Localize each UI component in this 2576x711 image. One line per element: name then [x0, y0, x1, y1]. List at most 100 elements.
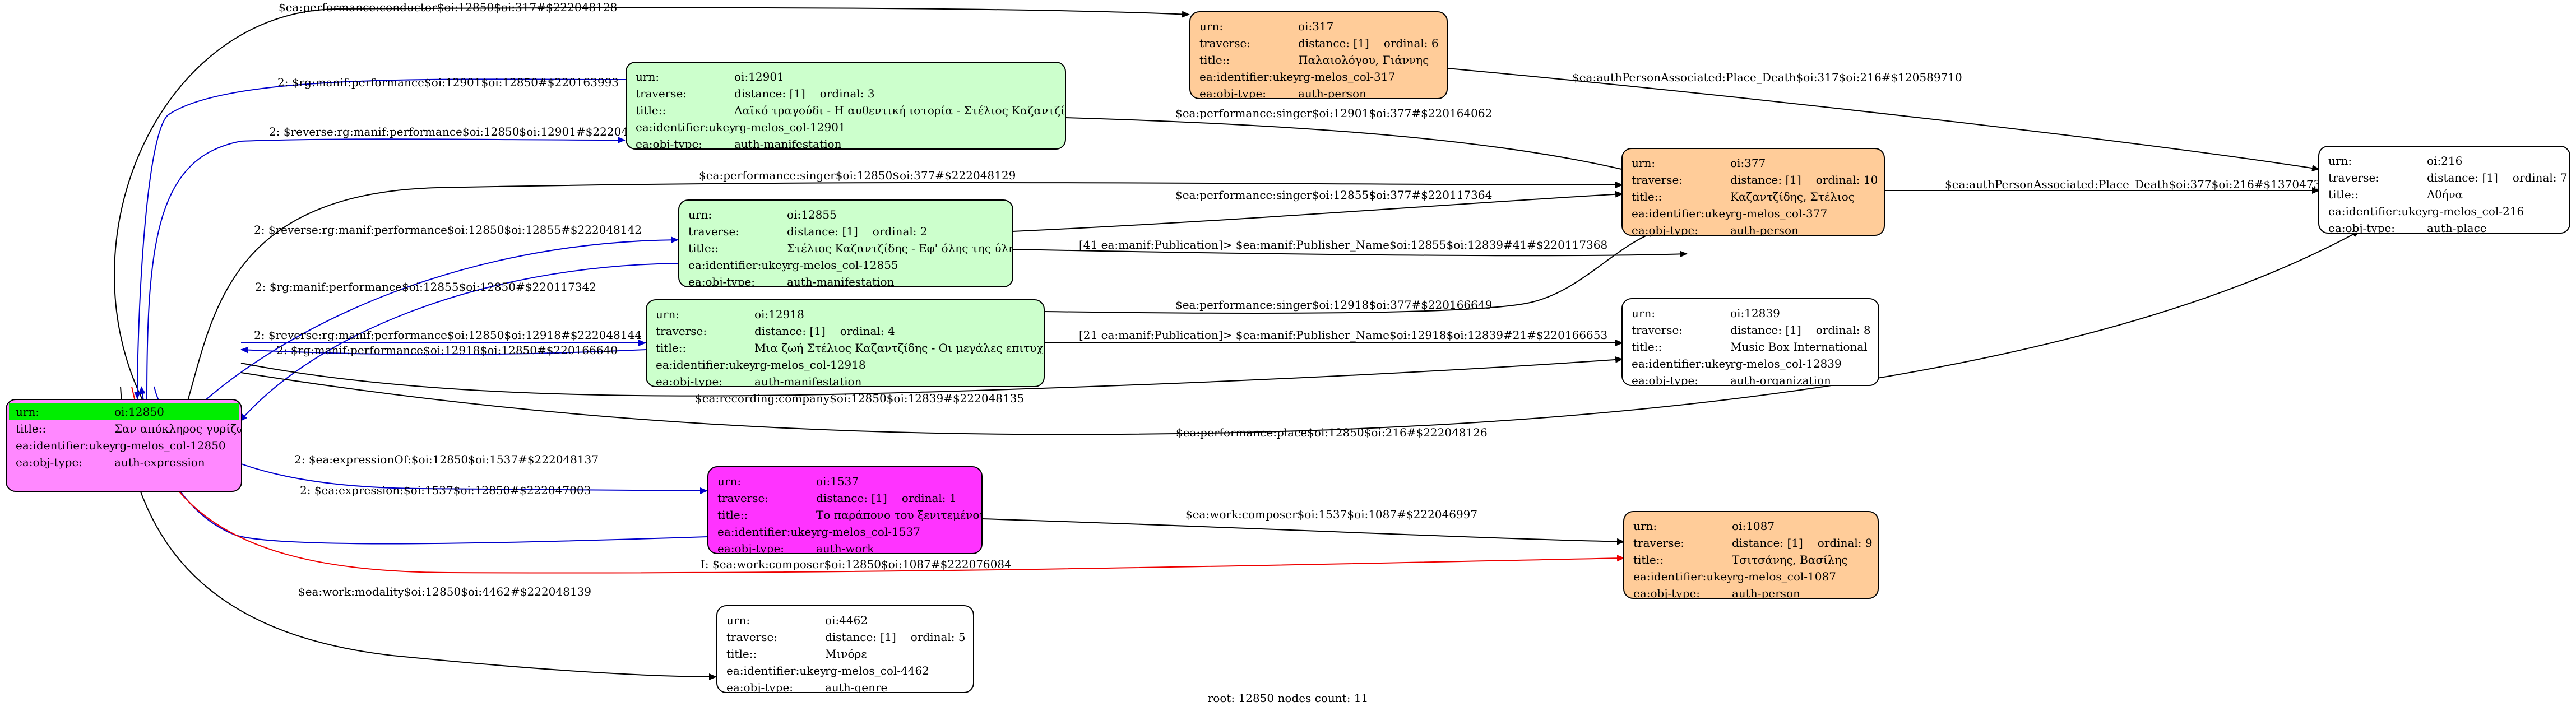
objtype-value: auth-person — [1298, 87, 1366, 99]
node-216[interactable]: urn:oi:216 traverse:distance: [1]ordinal… — [2318, 146, 2570, 234]
objtype-key: ea:obj-type: — [2328, 221, 2396, 234]
urn-key: urn: — [688, 208, 712, 221]
identifier-value: rg-melos_col-12855 — [787, 258, 898, 272]
title-key: title:: — [1632, 190, 1662, 203]
urn-key: urn: — [656, 308, 680, 321]
traverse-value: distance: [1] — [816, 491, 887, 505]
edge-label-pub-12855: [41 ea:manif:Publication]> $ea:manif:Pub… — [1079, 238, 1607, 252]
ordinal-value: ordinal: 7 — [2512, 171, 2568, 184]
title-value: Music Box International — [1730, 340, 1868, 354]
traverse-key: traverse: — [688, 225, 740, 238]
node-12901[interactable]: urn:oi:12901 traverse:distance: [1]ordin… — [626, 62, 1066, 150]
traverse-key: traverse: — [636, 87, 687, 100]
node-4462[interactable]: urn:oi:4462 traverse:distance: [1]ordina… — [716, 605, 974, 693]
objtype-value: auth-work — [816, 542, 874, 554]
objtype-value: auth-manifestation — [754, 375, 862, 387]
identifier-value: rg-melos_col-12839 — [1730, 357, 1842, 370]
edge-rg-perf-12901 — [134, 78, 627, 399]
title-value: Λαϊκό τραγούδι - Η αυθεντική ιστορία - Σ… — [734, 104, 1066, 117]
ordinal-value: ordinal: 3 — [819, 87, 875, 100]
ordinal-value: ordinal: 4 — [840, 324, 895, 338]
node-12839[interactable]: urn:oi:12839 traverse:distance: [1]ordin… — [1621, 298, 1879, 386]
urn-value: oi:12855 — [787, 208, 837, 221]
identifier-key: ea:identifier:ukey — [726, 664, 827, 677]
identifier-value: rg-melos_col-1537 — [816, 525, 920, 538]
node-1537[interactable]: urn:oi:1537 traverse:distance: [1]ordina… — [707, 466, 983, 554]
edge-label-recording: $ea:recording:company$oi:12850$oi:12839#… — [695, 392, 1024, 405]
edge-label-rev-perf-12918: 2: $reverse:rg:manif:performance$oi:1285… — [254, 328, 642, 342]
edge-rev-perf-12855 — [202, 236, 679, 403]
identifier-value: rg-melos_col-377 — [1730, 207, 1828, 220]
edge-rg-perf-12855 — [239, 263, 679, 422]
edge-label-composer-12850: I: $ea:work:composer$oi:12850$oi:1087#$2… — [701, 557, 1012, 571]
edge-label-rg-perf-12918: 2: $rg:manif:performance$oi:12918$oi:128… — [276, 343, 618, 357]
node-12850-urn-row: urn: oi:12850 — [9, 403, 239, 420]
objtype-value: auth-person — [1732, 587, 1800, 599]
identifier-key: ea:identifier:ukey — [1633, 570, 1734, 583]
urn-key: urn: — [1632, 156, 1656, 170]
title-value: Μια ζωή Στέλιος Καζαντζίδης - Οι μεγάλες… — [754, 341, 1045, 355]
edge-composer-12850 — [131, 386, 1625, 574]
edge-label-modality: $ea:work:modality$oi:12850$oi:4462#$2220… — [298, 585, 591, 598]
urn-key: urn: — [717, 475, 742, 488]
objtype-key: ea:obj-type: — [726, 681, 794, 693]
edge-modality — [120, 386, 717, 680]
edge-label-death-317: $ea:authPersonAssociated:Place_Death$oi:… — [1572, 71, 1962, 84]
traverse-value: distance: [1] — [2427, 171, 2498, 184]
node-317[interactable]: urn:oi:317 traverse:distance: [1]ordinal… — [1189, 11, 1448, 99]
identifier-value: rg-melos_col-317 — [1298, 70, 1396, 83]
urn-key: urn: — [16, 405, 40, 419]
edge-label-rev-perf-12855: 2: $reverse:rg:manif:performance$oi:1285… — [254, 223, 642, 236]
edge-place — [240, 230, 2360, 435]
node-1087[interactable]: urn:oi:1087 traverse:distance: [1]ordina… — [1623, 511, 1879, 599]
identifier-key: ea:identifier:ukey — [636, 120, 736, 134]
traverse-value: distance: [1] — [1730, 323, 1801, 337]
title-value: Αθήνα — [2427, 188, 2463, 201]
graph-footer: root: 12850 nodes count: 11 — [1207, 691, 1369, 705]
edge-singer-12918 — [1044, 230, 1657, 314]
edge-label-death-377: $ea:authPersonAssociated:Place_Death$oi:… — [1945, 178, 2335, 191]
title-key: title:: — [1632, 340, 1662, 354]
node-12855[interactable]: urn:oi:12855 traverse:distance: [1]ordin… — [678, 199, 1013, 287]
identifier-value: rg-melos_col-12901 — [734, 120, 846, 134]
traverse-key: traverse: — [2328, 171, 2380, 184]
urn-key: urn: — [726, 614, 750, 627]
urn-value: oi:12839 — [1730, 306, 1780, 320]
objtype-key: ea:obj-type: — [16, 456, 83, 469]
ordinal-value: ordinal: 10 — [1815, 173, 1878, 187]
node-12918[interactable]: urn:oi:12918 traverse:distance: [1]ordin… — [646, 299, 1045, 387]
traverse-key: traverse: — [1632, 173, 1683, 187]
urn-key: urn: — [2328, 154, 2352, 168]
objtype-value: auth-manifestation — [734, 137, 842, 150]
objtype-value: auth-genre — [825, 681, 888, 693]
ordinal-value: ordinal: 5 — [910, 630, 966, 644]
identifier-key: ea:identifier:ukey — [717, 525, 818, 538]
edge-singer-12901 — [1065, 117, 1645, 176]
urn-key: urn: — [1633, 519, 1657, 533]
traverse-value: distance: [1] — [734, 87, 805, 100]
title-key: title:: — [16, 422, 47, 435]
traverse-key: traverse: — [717, 491, 769, 505]
edge-singer-12855 — [1012, 190, 1623, 232]
edge-singer-12850 — [187, 181, 1623, 401]
objtype-value: auth-expression — [114, 456, 205, 469]
title-key: title:: — [1633, 553, 1664, 566]
edge-composer-1537 — [981, 518, 1625, 545]
identifier-value: rg-melos_col-12918 — [754, 358, 866, 371]
objtype-key: ea:obj-type: — [1632, 224, 1699, 236]
title-key: title:: — [656, 341, 687, 355]
objtype-key: ea:obj-type: — [656, 375, 723, 387]
node-root-12850[interactable]: urn: oi:12850 title::Σαν απόκληρος γυρίζ… — [6, 399, 242, 492]
title-value: Στέλιος Καζαντζίδης - Εφ' όλης της ύλης — [787, 241, 1013, 255]
urn-value: oi:377 — [1730, 156, 1766, 170]
ordinal-value: ordinal: 1 — [901, 491, 957, 505]
node-377[interactable]: urn:oi:377 traverse:distance: [1]ordinal… — [1621, 148, 1885, 236]
urn-value: oi:12850 — [114, 405, 164, 419]
objtype-key: ea:obj-type: — [1632, 374, 1699, 386]
edge-label-expression: 2: $ea:expression:$oi:1537$oi:12850#$222… — [300, 484, 591, 497]
ordinal-value: ordinal: 9 — [1817, 536, 1873, 550]
edge-label-rg-perf-12855: 2: $rg:manif:performance$oi:12855$oi:128… — [255, 280, 596, 294]
identifier-value: rg-melos_col-1087 — [1732, 570, 1836, 583]
edge-label-singer-12918: $ea:performance:singer$oi:12918$oi:377#$… — [1175, 298, 1492, 312]
title-key: title:: — [726, 647, 757, 661]
